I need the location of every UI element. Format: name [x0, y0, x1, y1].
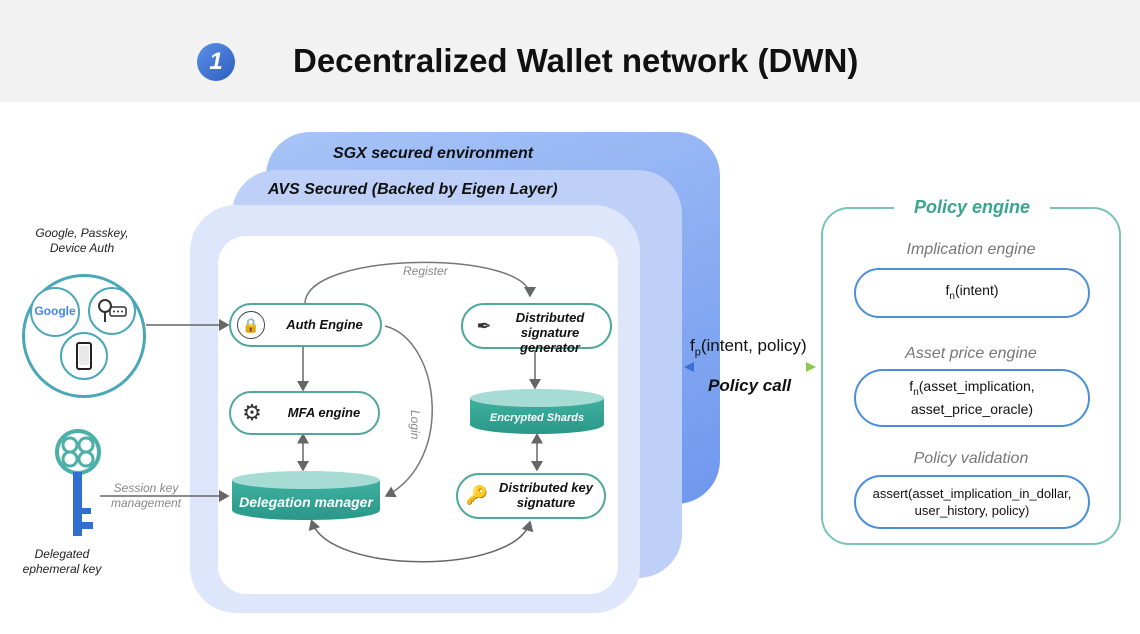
- auth-engine-label: Auth Engine: [286, 317, 363, 332]
- phone-icon: [60, 332, 108, 380]
- key-small-icon: 🔑: [465, 485, 489, 505]
- delegation-manager-label: Delegation manager: [239, 494, 373, 510]
- pen-icon: ✒: [476, 316, 492, 336]
- register-label: Register: [403, 264, 448, 278]
- step-badge: 1: [197, 43, 235, 81]
- mfa-engine-node: [229, 391, 380, 435]
- implication-engine-title: Implication engine: [906, 241, 1036, 258]
- policy-validation-title: Policy validation: [913, 450, 1029, 467]
- passkey-icon: [88, 287, 136, 335]
- asset-price-engine-title: Asset price engine: [905, 345, 1037, 362]
- implication-function: fn(intent): [854, 268, 1090, 318]
- avs-label: AVS Secured (Backed by Eigen Layer): [268, 181, 558, 198]
- policy-function: fp(intent, policy): [690, 336, 807, 359]
- auth-sources-label: Google, Passkey, Device Auth: [35, 226, 129, 255]
- page-title: Decentralized Wallet network (DWN): [293, 42, 859, 79]
- google-icon: Google: [30, 287, 80, 337]
- encrypted-shards-label: Encrypted Shards: [489, 412, 585, 424]
- sgx-label: SGX secured environment: [333, 145, 534, 162]
- key-signature-label: Distributed key signature: [499, 480, 593, 510]
- asset-price-function: fn(asset_implication, asset_price_oracle…: [854, 369, 1090, 427]
- policy-call-label: Policy call: [708, 376, 792, 395]
- signature-generator-label: Distributed signature generator: [515, 310, 585, 355]
- delegated-key-label: Delegated ephemeral key: [22, 547, 102, 576]
- lock-user-icon: 🔒: [237, 311, 265, 339]
- policy-engine-title: Policy engine: [913, 197, 1031, 217]
- key-signature-node: [456, 473, 606, 519]
- key-icon: [55, 429, 101, 536]
- login-label: Login: [408, 410, 422, 440]
- encrypted-shards-top: [470, 389, 604, 407]
- mfa-engine-label: MFA engine: [287, 405, 361, 420]
- signature-generator-node: [461, 303, 612, 349]
- header-banner: [0, 0, 1140, 102]
- policy-validation-function: assert(asset_implication_in_dollar, user…: [854, 475, 1090, 529]
- session-key-label: Session key management: [110, 481, 182, 510]
- delegation-manager-top: [232, 471, 380, 489]
- gear-icon: ⚙: [242, 400, 262, 425]
